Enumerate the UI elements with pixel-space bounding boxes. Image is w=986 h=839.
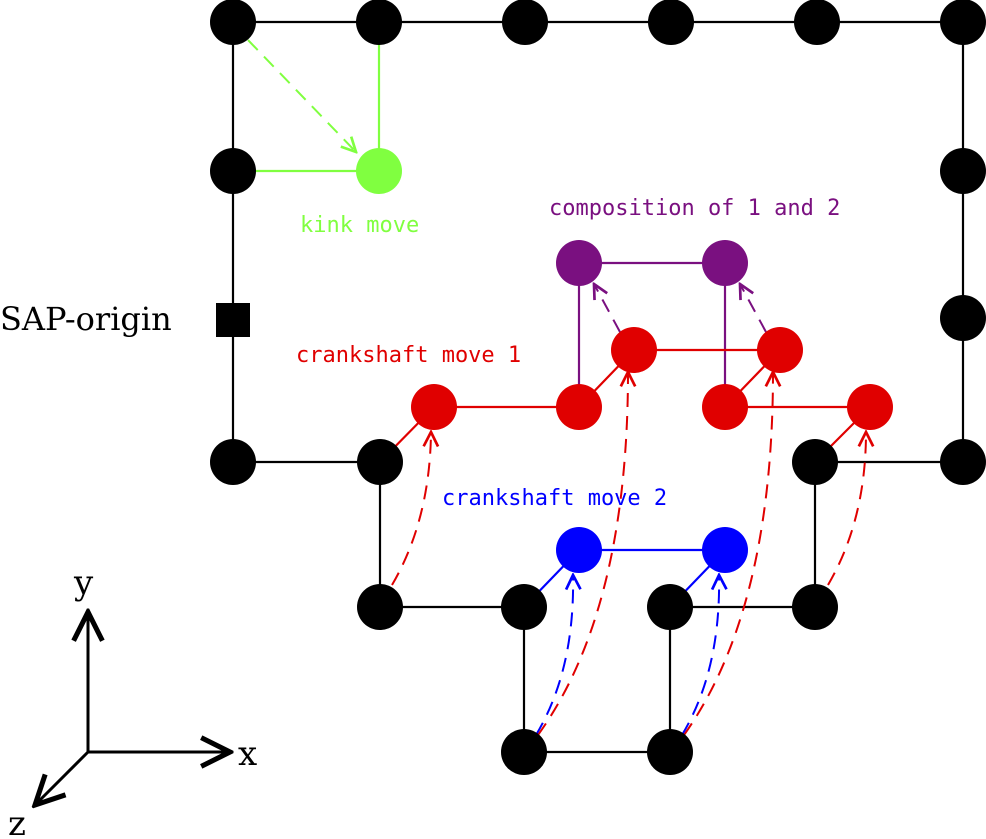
kink-move — [233, 22, 402, 194]
crank1-node-1 — [411, 384, 457, 430]
crank1-node-6 — [847, 384, 893, 430]
crankshaft-move-2-label: crankshaft move 2 — [442, 486, 667, 511]
composition-node-2 — [702, 240, 748, 286]
crank2-node-2 — [702, 527, 748, 573]
chain-node — [210, 0, 256, 45]
crankshaft-move-2 — [523, 527, 748, 736]
x-axis-label: x — [238, 734, 257, 774]
sap-origin-marker — [216, 303, 250, 337]
composition-label: composition of 1 and 2 — [549, 196, 840, 221]
y-axis-label: y — [73, 563, 94, 603]
chain-node — [792, 584, 838, 630]
composition-node-1 — [556, 240, 602, 286]
crankshaft-move-1-label: crankshaft move 1 — [296, 343, 521, 368]
sap-origin-label: SAP-origin — [0, 300, 172, 338]
chain-node — [210, 148, 256, 194]
crank1-node-2 — [556, 384, 602, 430]
chain-edges — [231, 20, 965, 754]
chain-node — [940, 439, 986, 485]
chain-node — [356, 0, 402, 45]
chain-node — [792, 439, 838, 485]
z-axis-label: z — [8, 804, 26, 839]
kink-node — [356, 148, 402, 194]
composition-move — [556, 240, 767, 407]
chain-node — [357, 439, 403, 485]
kink-move-label: kink move — [300, 213, 419, 238]
chain-node — [502, 0, 548, 45]
crank1-node-3 — [611, 327, 657, 373]
crank1-node-4 — [757, 327, 803, 373]
coordinate-axes — [35, 612, 230, 805]
chain-node — [794, 0, 840, 45]
chain-node — [940, 148, 986, 194]
chain-node — [647, 729, 693, 775]
chain-node — [940, 0, 986, 45]
chain-node — [501, 584, 547, 630]
chain-nodes — [210, 0, 986, 775]
chain-node — [501, 729, 547, 775]
crankshaft-move-1 — [379, 327, 893, 736]
chain-node — [647, 584, 693, 630]
z-axis-arrow — [35, 750, 90, 805]
chain-node — [357, 584, 403, 630]
crank2-node-1 — [556, 527, 602, 573]
crank1-node-5 — [702, 384, 748, 430]
chain-node — [940, 295, 986, 341]
chain-node — [210, 439, 256, 485]
chain-node — [648, 0, 694, 45]
